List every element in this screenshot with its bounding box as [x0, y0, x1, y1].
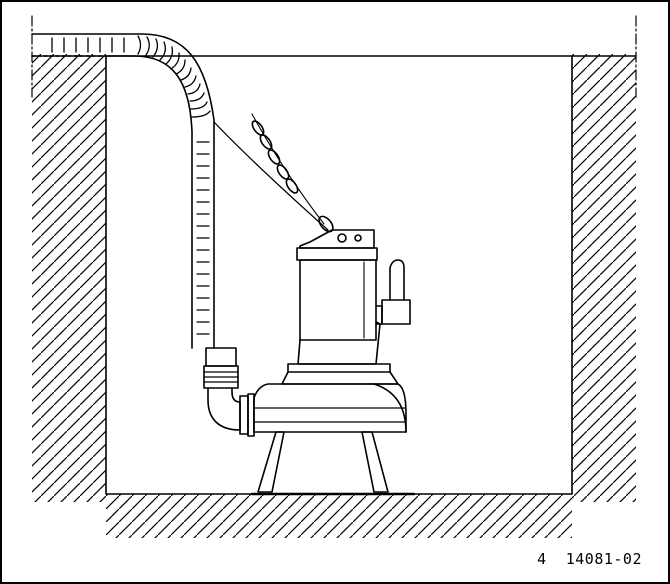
lifting-bracket: [299, 229, 375, 249]
hose-coupling: [205, 347, 237, 367]
power-cable: [389, 259, 405, 301]
pit-outline: [105, 55, 573, 495]
seal-housing: [287, 363, 391, 373]
lifting-chain: [213, 113, 334, 233]
motor-top-ring: [296, 247, 378, 261]
figure-number-label: 4 14081-02: [537, 550, 642, 568]
right-wall-hatch: [572, 54, 636, 502]
volute-upper: [281, 371, 399, 385]
discharge-elbow: [207, 387, 241, 431]
elbow-flange-2: [247, 393, 255, 437]
chain-shackle: [318, 215, 334, 233]
coupling-threads: [203, 371, 239, 383]
flexible-discharge-hose: [31, 33, 255, 437]
left-wall-hatch: [32, 54, 106, 502]
motor-lower-body: [297, 321, 381, 365]
cable-housing: [375, 305, 383, 325]
pump-foot-left: [257, 431, 285, 493]
pump-pit: [31, 15, 637, 538]
submersible-pump: [250, 229, 416, 496]
floor-hatch: [106, 494, 572, 538]
pump-foot-right: [361, 431, 389, 493]
hose-outer-wall: [31, 33, 215, 349]
bracket-hole-2: [354, 234, 362, 242]
hose-bend-ribs: [137, 35, 211, 118]
hose-straight-ribs: [51, 37, 125, 53]
elbow-flange: [239, 395, 249, 435]
motor-housing: [299, 259, 377, 341]
bracket-hole: [337, 233, 347, 243]
hose-vertical-ribs: [196, 141, 210, 335]
volute-outline: [373, 383, 407, 433]
cable-gland: [381, 299, 411, 325]
hose-inner-wall: [31, 55, 193, 349]
volute-casing: [253, 383, 407, 433]
chain-line: [213, 121, 329, 231]
